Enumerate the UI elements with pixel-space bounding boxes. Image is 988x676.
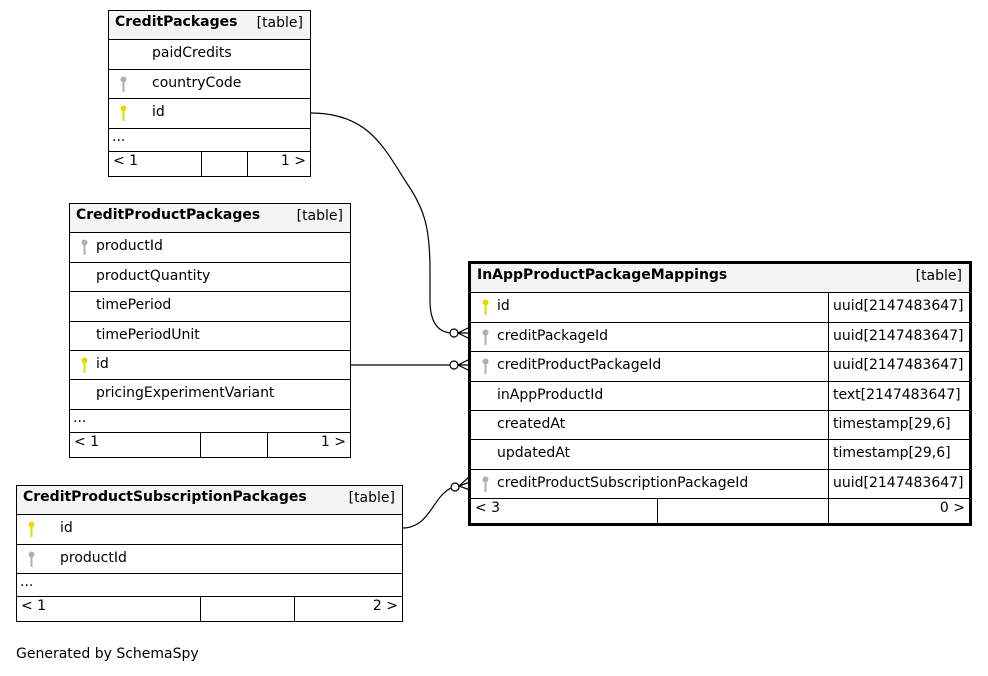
column-row[interactable]: createdAt timestamp[29,6] xyxy=(471,410,969,441)
nav-next-link[interactable]: 1 > xyxy=(320,433,346,450)
column-type: uuid[2147483647] xyxy=(833,298,964,315)
nav-prev-link[interactable]: < 1 xyxy=(113,152,139,169)
foreign-key-icon xyxy=(482,476,489,492)
nav-next-link[interactable]: 0 > xyxy=(939,500,965,517)
nav-prev-link[interactable]: < 3 xyxy=(475,500,501,517)
column-row[interactable]: inAppProductId text[2147483647] xyxy=(471,381,969,411)
table-kind: [table] xyxy=(915,268,962,284)
table-header[interactable]: CreditProductPackages [table] xyxy=(70,204,350,234)
column-name: paidCredits xyxy=(152,45,232,62)
column-name: id xyxy=(152,104,165,121)
nav-prev-link[interactable]: < 1 xyxy=(21,598,47,615)
nav-row: < 1 1 > xyxy=(70,432,350,457)
column-row[interactable]: id xyxy=(70,351,350,381)
column-type: uuid[2147483647] xyxy=(833,474,964,491)
column-row[interactable]: productId xyxy=(70,233,350,263)
column-row[interactable]: creditPackageId uuid[2147483647] xyxy=(471,322,969,353)
column-row[interactable]: timePeriod xyxy=(70,292,350,322)
column-row[interactable]: timePeriodUnit xyxy=(70,322,350,351)
column-name: productId xyxy=(96,238,163,255)
primary-key-icon xyxy=(120,105,127,122)
table-name: CreditProductPackages xyxy=(76,207,261,223)
column-name: productId xyxy=(60,549,127,566)
column-name: creditProductSubscriptionPackageId xyxy=(497,474,749,491)
column-name: createdAt xyxy=(497,415,566,432)
nav-row: < 3 0 > xyxy=(471,499,969,524)
ellipsis: ... xyxy=(112,128,126,145)
table-credit-product-packages[interactable]: CreditProductPackages [table] productId … xyxy=(69,203,351,458)
ellipsis: ... xyxy=(20,574,34,591)
column-row[interactable]: creditProductPackageId uuid[2147483647] xyxy=(471,352,969,382)
nav-next-link[interactable]: 2 > xyxy=(372,598,398,615)
primary-key-icon xyxy=(81,357,88,373)
table-in-app-product-package-mappings[interactable]: InAppProductPackageMappings [table] id u… xyxy=(468,261,972,527)
table-header[interactable]: CreditPackages [table] xyxy=(109,11,310,41)
ellipsis-row: ... xyxy=(70,410,350,433)
column-row[interactable]: creditProductSubscriptionPackageId uuid[… xyxy=(471,469,969,500)
foreign-key-icon xyxy=(81,239,88,256)
column-row[interactable]: countryCode xyxy=(109,70,310,100)
column-name: creditPackageId xyxy=(497,327,609,344)
column-row[interactable]: pricingExperimentVariant xyxy=(70,380,350,410)
ellipsis-row: ... xyxy=(17,574,402,598)
table-name: CreditProductSubscriptionPackages xyxy=(23,489,307,505)
column-name: id xyxy=(96,355,109,372)
nav-next-link[interactable]: 1 > xyxy=(280,152,306,169)
column-name: creditProductPackageId xyxy=(497,357,662,374)
column-type: uuid[2147483647] xyxy=(833,327,964,344)
foreign-key-icon xyxy=(120,76,127,92)
generated-by-footer: Generated by SchemaSpy xyxy=(16,646,199,662)
edge-subscription-packages-to-mappings xyxy=(402,487,453,529)
ellipsis-row: ... xyxy=(109,129,310,152)
column-type: text[2147483647] xyxy=(833,386,961,403)
table-kind: [table] xyxy=(348,490,395,506)
foreign-key-icon xyxy=(28,551,35,567)
table-header[interactable]: InAppProductPackageMappings [table] xyxy=(471,264,969,294)
column-name: id xyxy=(497,298,510,315)
column-type: timestamp[29,6] xyxy=(833,415,951,432)
foreign-key-icon xyxy=(482,329,489,345)
foreign-key-icon xyxy=(482,358,489,375)
column-type: timestamp[29,6] xyxy=(833,445,951,462)
table-name: CreditPackages xyxy=(115,14,238,30)
table-kind: [table] xyxy=(296,208,343,224)
primary-key-icon xyxy=(482,299,489,316)
column-row[interactable]: productId xyxy=(17,545,402,575)
column-name: countryCode xyxy=(152,74,242,91)
table-name: InAppProductPackageMappings xyxy=(477,267,728,283)
column-row[interactable]: productQuantity xyxy=(70,263,350,293)
nav-prev-link[interactable]: < 1 xyxy=(74,433,100,450)
column-type: uuid[2147483647] xyxy=(833,357,964,374)
table-credit-product-subscription-packages[interactable]: CreditProductSubscriptionPackages [table… xyxy=(16,485,403,623)
column-row[interactable]: id xyxy=(109,99,310,129)
table-credit-packages[interactable]: CreditPackages [table] paidCredits count… xyxy=(108,10,311,177)
column-name: timePeriod xyxy=(96,297,172,314)
column-row[interactable]: paidCredits xyxy=(109,40,310,70)
column-name: updatedAt xyxy=(497,445,571,462)
table-kind: [table] xyxy=(256,15,303,31)
column-name: timePeriodUnit xyxy=(96,326,200,343)
nav-row: < 1 1 > xyxy=(109,151,310,176)
primary-key-icon xyxy=(28,521,35,538)
column-row[interactable]: id uuid[2147483647] xyxy=(471,293,969,323)
column-row[interactable]: updatedAt timestamp[29,6] xyxy=(471,440,969,470)
edge-credit-packages-to-mappings xyxy=(310,112,454,334)
nav-row: < 1 2 > xyxy=(17,597,402,622)
column-name: id xyxy=(60,520,73,537)
column-name: productQuantity xyxy=(96,267,211,284)
column-name: inAppProductId xyxy=(497,386,604,403)
edge-optional-marker xyxy=(450,482,460,492)
column-name: pricingExperimentVariant xyxy=(96,385,275,402)
ellipsis: ... xyxy=(73,409,87,426)
column-row[interactable]: id xyxy=(17,515,402,545)
table-header[interactable]: CreditProductSubscriptionPackages [table… xyxy=(17,486,402,516)
